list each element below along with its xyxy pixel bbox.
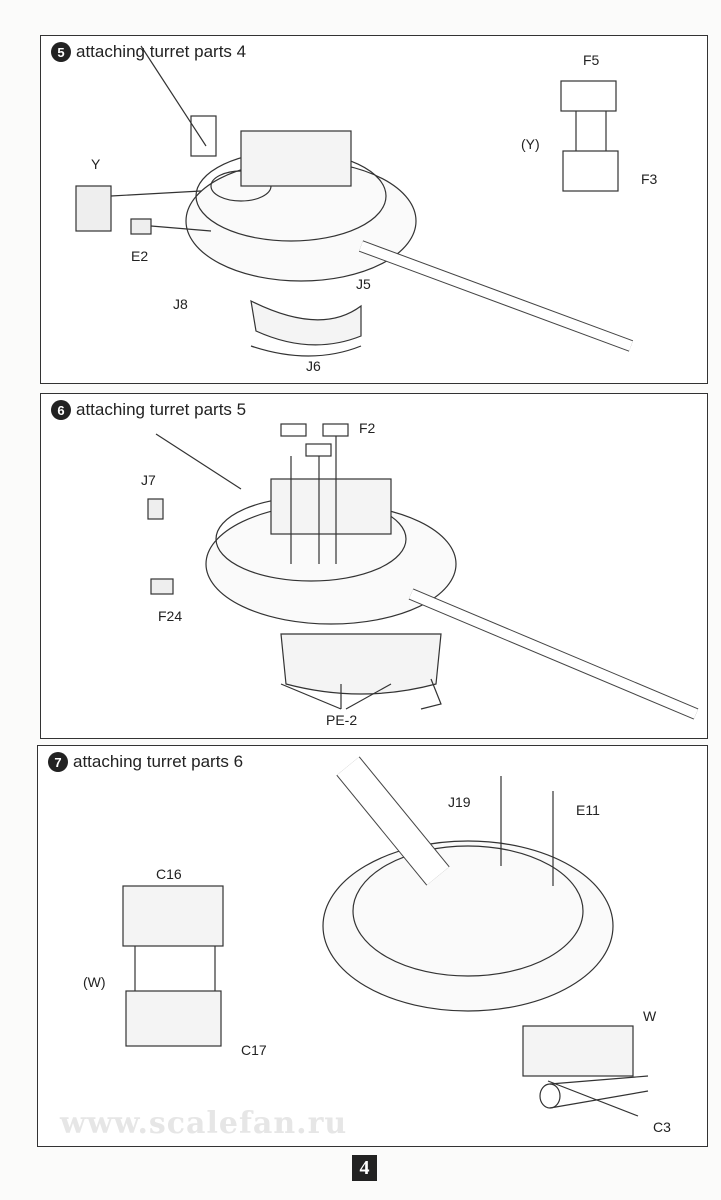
part-label-y: Y <box>91 156 101 172</box>
part-label-f24: F24 <box>158 608 183 624</box>
step-title-text: attaching turret parts 5 <box>76 400 247 419</box>
step-7-title: 7 attaching turret parts 6 <box>48 752 243 772</box>
part-label-j7: J7 <box>141 472 156 488</box>
part-label-e2: E2 <box>131 248 149 264</box>
step-7-panel: 7 attaching turret parts 6 J19 E11 C16 (… <box>37 745 708 1147</box>
step-number: 5 <box>51 42 71 62</box>
turret-diagram-step-7 <box>122 756 649 1117</box>
subassembly-label-y: (Y) <box>521 136 540 152</box>
part-label-f2: F2 <box>359 420 376 436</box>
turret-diagram-step-5 <box>75 45 634 357</box>
part-label-f5: F5 <box>583 52 600 68</box>
step-number: 7 <box>48 752 68 772</box>
page-number: 4 <box>352 1155 377 1181</box>
part-label-j5: J5 <box>356 276 371 292</box>
part-label-f3: F3 <box>641 171 658 187</box>
step-5-title: 5 attaching turret parts 4 <box>51 42 246 62</box>
watermark: www.scalefan.ru <box>60 1106 348 1141</box>
step-title-text: attaching turret parts 6 <box>73 752 244 771</box>
subassembly-label-w: (W) <box>83 974 106 990</box>
part-label-j8: J8 <box>173 296 188 312</box>
step-number: 6 <box>51 400 71 420</box>
part-label-c3: C3 <box>653 1119 671 1135</box>
part-label-w: W <box>643 1008 657 1024</box>
part-label-pe2: PE-2 <box>326 712 358 728</box>
step-title-text: attaching turret parts 4 <box>76 42 247 61</box>
part-label-j19: J19 <box>448 794 471 810</box>
step-6-title: 6 attaching turret parts 5 <box>51 400 246 420</box>
turret-diagram-step-6 <box>147 423 699 720</box>
part-label-c17: C17 <box>241 1042 267 1058</box>
step-5-panel: 5 attaching turret parts 4 Y E2 J8 J5 J6… <box>40 35 708 384</box>
part-label-c16: C16 <box>156 866 182 882</box>
part-label-j6: J6 <box>306 358 321 374</box>
step-6-panel: 6 attaching turret parts 5 F2 J7 F24 PE-… <box>40 393 708 739</box>
part-label-e11: E11 <box>576 802 600 818</box>
